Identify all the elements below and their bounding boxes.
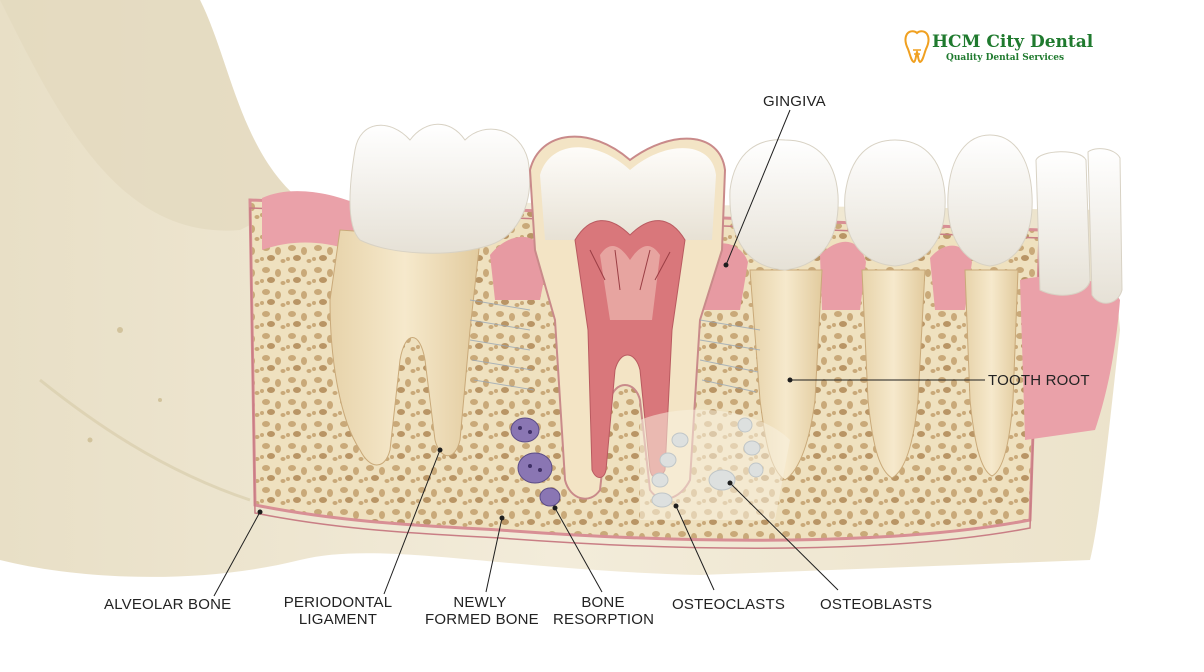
tooth-canine — [947, 134, 1033, 477]
label-tooth-root: TOOTH ROOT — [988, 372, 1090, 389]
molar-left — [329, 123, 531, 466]
label-alveolar-bone: ALVEOLAR BONE — [104, 596, 232, 613]
brand-tagline: Quality Dental Services — [946, 53, 1065, 63]
gingiva-tissue — [262, 191, 1120, 440]
label-periodontal-ligament-line2: LIGAMENT — [298, 611, 378, 628]
label-newly-formed-bone-line1: NEWLY — [453, 594, 507, 611]
label-periodontal-ligament: PERIODONTAL LIGAMENT — [283, 594, 393, 628]
tooth-premolar-2 — [844, 139, 946, 479]
new-bone-area — [640, 409, 790, 520]
label-bone-resorption-line1: BONE — [581, 594, 625, 611]
tooth-logo-icon — [904, 30, 930, 64]
leader-dots — [257, 262, 793, 521]
periodontal-ligament-fibers — [469, 299, 761, 393]
brand-name-text: HCM City Dental — [932, 32, 1094, 52]
brand-name: HCM City Dental — [932, 32, 1093, 52]
label-bone-resorption-line2: RESORPTION — [553, 611, 655, 628]
label-gingiva: GINGIVA — [763, 93, 826, 110]
brand-logo: HCM City Dental Quality Dental Services — [902, 28, 1093, 72]
label-osteoclasts: OSTEOCLASTS — [672, 596, 786, 613]
label-newly-formed-bone-line2: FORMED BONE — [425, 611, 539, 628]
label-osteoblasts: OSTEOBLASTS — [820, 596, 933, 613]
label-bone-resorption: BONE RESORPTION — [553, 594, 655, 628]
label-periodontal-ligament-line1: PERIODONTAL — [283, 594, 393, 611]
osteoclast-cells — [510, 417, 561, 507]
leader-lines — [213, 109, 985, 597]
label-newly-formed-bone: NEWLY FORMED BONE — [425, 594, 539, 628]
center-tooth-section — [528, 135, 727, 500]
tooth-incisors — [1035, 148, 1123, 304]
